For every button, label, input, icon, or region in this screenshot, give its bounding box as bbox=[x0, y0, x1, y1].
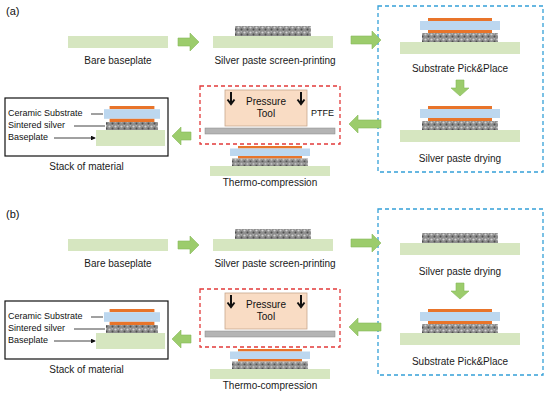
process-step: Bare baseplate bbox=[62, 233, 174, 271]
baseplate-layer bbox=[96, 130, 165, 146]
flow-arrow bbox=[451, 283, 469, 299]
step-caption: Silver paste screen-printing bbox=[214, 55, 335, 67]
flow-arrow bbox=[351, 234, 381, 252]
step-caption: Stack of material bbox=[49, 364, 123, 376]
bare-baseplate bbox=[68, 239, 168, 251]
step-caption: Thermo-compression bbox=[223, 380, 317, 392]
bare-baseplate bbox=[68, 36, 168, 48]
part-label: Sintered silver bbox=[8, 323, 65, 334]
blue-dashed-group bbox=[378, 209, 543, 375]
ptfe-sheet bbox=[205, 331, 335, 337]
step-caption: Bare baseplate bbox=[84, 55, 151, 67]
red-dashed-box bbox=[200, 289, 340, 347]
process-step: Silver paste screen-printing bbox=[203, 223, 347, 271]
process-step: Silver paste drying bbox=[385, 215, 535, 279]
step-caption: Silver paste drying bbox=[419, 153, 501, 165]
stack-frame bbox=[5, 98, 168, 156]
process-step: Silver paste screen-printing bbox=[203, 20, 347, 68]
panel-letter: (a) bbox=[6, 5, 19, 18]
ptfe-sheet bbox=[205, 128, 335, 134]
step-caption: Bare baseplate bbox=[84, 258, 151, 270]
stack-frame bbox=[5, 301, 168, 359]
part-label: Baseplate bbox=[8, 132, 48, 143]
process-step: Thermo-compression Pressure Tool bbox=[195, 84, 345, 190]
ceramic-substrate bbox=[104, 106, 160, 122]
step-caption: Thermo-compression bbox=[223, 177, 317, 189]
step-caption: Silver paste drying bbox=[419, 266, 501, 278]
sintered-layer bbox=[106, 325, 158, 333]
tool-box: Pressure Tool bbox=[225, 293, 307, 329]
pressure-tool-body bbox=[225, 90, 307, 126]
tool-label: Pressure Tool bbox=[237, 299, 295, 323]
part-label: Ceramic Substrate bbox=[8, 311, 83, 322]
flow-arrow bbox=[178, 33, 199, 51]
baseplate-layer bbox=[96, 333, 165, 349]
placed-substrate bbox=[400, 18, 520, 54]
flow-arrow bbox=[349, 115, 381, 133]
dried-paste bbox=[400, 233, 520, 255]
placed-substrate bbox=[400, 309, 520, 345]
step-caption: Silver paste screen-printing bbox=[214, 258, 335, 270]
pressed-stack bbox=[210, 146, 330, 176]
sintered-layer bbox=[106, 122, 158, 130]
part-label: PTFE bbox=[311, 108, 334, 119]
step-caption: Stack of material bbox=[49, 161, 123, 173]
process-step: Substrate Pick&Place bbox=[385, 12, 535, 76]
process-step: Bare baseplate bbox=[62, 30, 174, 68]
panel-a bbox=[5, 6, 543, 176]
panel-b bbox=[5, 209, 543, 379]
flow-arrow bbox=[351, 31, 381, 49]
flow-arrow bbox=[349, 318, 381, 336]
process-step: Silver paste drying bbox=[385, 100, 535, 166]
part-label: Baseplate bbox=[8, 335, 48, 346]
step-caption: Substrate Pick&Place bbox=[412, 63, 508, 75]
tool-box: Pressure Tool bbox=[225, 90, 307, 126]
pressure-tool-body bbox=[225, 293, 307, 329]
part-label: Ceramic Substrate bbox=[8, 108, 83, 119]
blue-dashed-group bbox=[378, 6, 543, 172]
flow-arrow bbox=[178, 236, 199, 254]
pressed-stack bbox=[210, 349, 330, 379]
panel-letter: (b) bbox=[6, 208, 19, 221]
flow-arrow bbox=[172, 127, 191, 145]
dried-stack bbox=[400, 106, 520, 142]
flow-arrow bbox=[451, 80, 469, 96]
process-step: Substrate Pick&Place bbox=[385, 303, 535, 369]
printed-paste bbox=[213, 26, 333, 48]
process-step: Thermo-compression Pressure Tool bbox=[195, 287, 345, 393]
printed-paste bbox=[213, 229, 333, 251]
flow-arrow bbox=[172, 330, 191, 348]
step-caption: Substrate Pick&Place bbox=[412, 356, 508, 368]
red-dashed-box bbox=[200, 86, 340, 144]
tool-label: Pressure Tool bbox=[237, 96, 295, 120]
ceramic-substrate bbox=[104, 309, 160, 325]
part-label: Sintered silver bbox=[8, 120, 65, 131]
